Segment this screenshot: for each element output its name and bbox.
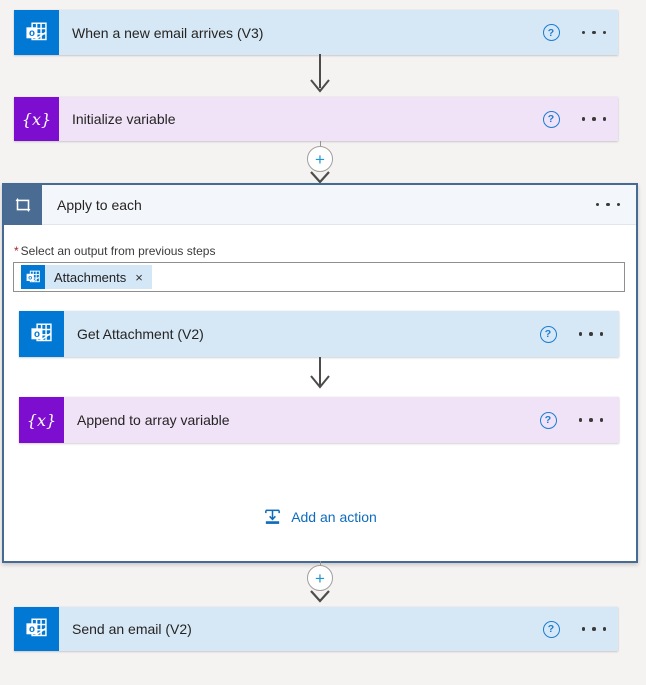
insert-action-icon xyxy=(265,509,281,524)
card-title: Append to array variable xyxy=(77,412,230,428)
trigger-card-when-new-email-arrives[interactable]: When a new email arrives (V3) ? xyxy=(14,10,618,55)
more-options-icon[interactable] xyxy=(595,199,620,211)
outlook-connector-icon xyxy=(14,10,59,55)
outlook-connector-icon xyxy=(19,311,64,357)
help-icon[interactable]: ? xyxy=(539,411,557,429)
more-options-icon[interactable] xyxy=(581,113,606,125)
apply-to-each-header[interactable]: Apply to each xyxy=(4,184,636,225)
help-icon[interactable]: ? xyxy=(539,325,557,343)
more-options-icon[interactable] xyxy=(578,328,603,340)
attachments-token: Attachments × xyxy=(21,265,152,289)
more-options-icon[interactable] xyxy=(581,27,606,39)
card-title: Initialize variable xyxy=(72,111,176,127)
token-label: Attachments xyxy=(54,269,127,285)
more-options-icon[interactable] xyxy=(578,414,603,426)
action-card-initialize-variable[interactable]: {x} Initialize variable ? xyxy=(14,97,618,141)
connector-stub xyxy=(319,141,321,147)
help-icon[interactable]: ? xyxy=(542,110,560,128)
add-an-action-label: Add an action xyxy=(291,508,377,525)
connector-stub xyxy=(319,561,321,566)
arrow-down-connector xyxy=(310,54,330,93)
help-icon[interactable]: ? xyxy=(542,620,560,638)
apply-to-each-scope: Apply to each *Select an output from pre… xyxy=(2,183,638,563)
for-each-loop-icon xyxy=(4,184,42,225)
select-output-input[interactable]: Attachments × xyxy=(13,262,625,292)
help-icon[interactable]: ? xyxy=(542,24,560,41)
more-options-icon[interactable] xyxy=(581,623,606,635)
insert-step-plus-button[interactable]: + xyxy=(307,146,333,172)
action-card-append-to-array-variable[interactable]: {x} Append to array variable ? xyxy=(19,397,619,443)
action-card-get-attachment[interactable]: Get Attachment (V2) ? xyxy=(19,311,619,357)
select-output-label: *Select an output from previous steps xyxy=(14,244,216,258)
variable-icon: {x} xyxy=(19,397,64,443)
arrowhead-down-icon xyxy=(310,590,330,603)
insert-step-plus-button[interactable]: + xyxy=(307,565,333,591)
variable-icon: {x} xyxy=(14,97,59,141)
remove-token-icon[interactable]: × xyxy=(135,269,143,285)
required-asterisk: * xyxy=(14,244,19,258)
outlook-connector-icon xyxy=(21,265,45,289)
action-card-send-an-email[interactable]: Send an email (V2) ? xyxy=(14,607,618,651)
card-title: Get Attachment (V2) xyxy=(77,326,204,342)
outlook-connector-icon xyxy=(14,607,59,651)
card-title: When a new email arrives (V3) xyxy=(72,24,264,41)
arrow-down-connector xyxy=(310,357,330,389)
card-title: Send an email (V2) xyxy=(72,621,192,637)
scope-title: Apply to each xyxy=(57,196,142,213)
add-an-action-button[interactable]: Add an action xyxy=(263,507,377,526)
